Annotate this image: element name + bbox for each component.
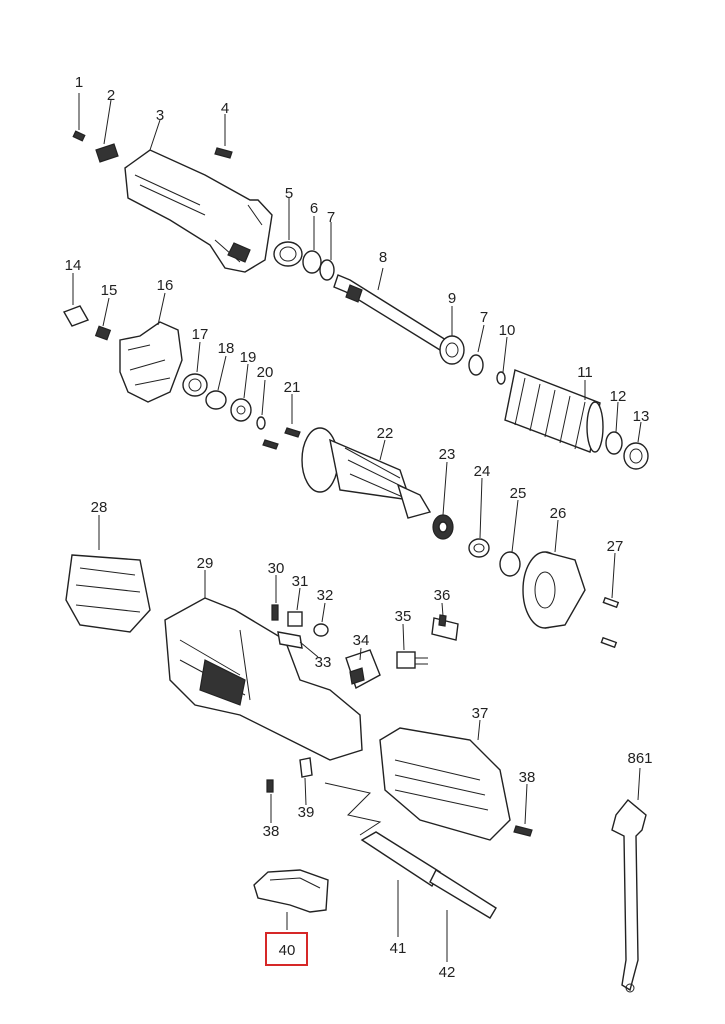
part-42-power-cord	[429, 868, 497, 919]
part-30-screw	[271, 604, 279, 621]
callout-5: 5	[285, 185, 293, 202]
callout-30: 30	[268, 560, 285, 577]
callout-18: 18	[218, 340, 235, 357]
part-39-clamp	[299, 757, 313, 778]
part-14-bushing	[62, 305, 90, 327]
callout-25: 25	[510, 485, 527, 502]
callout-36: 36	[434, 587, 451, 604]
highlight-box	[265, 932, 308, 966]
callout-8: 8	[379, 249, 387, 266]
callout-42: 42	[439, 964, 456, 981]
callout-22: 22	[377, 425, 394, 442]
part-19-plate	[230, 398, 252, 422]
callout-40[interactable]: 40	[279, 942, 296, 959]
part-38-screw-left	[266, 779, 274, 793]
part-4-screw	[214, 147, 233, 159]
part-27-pins	[600, 596, 620, 649]
callout-11: 11	[577, 364, 593, 381]
part-26-fan-baffle	[522, 551, 586, 629]
part-25-ring	[499, 551, 521, 577]
part-28-field	[65, 554, 151, 633]
part-7-ring-upper	[319, 259, 335, 281]
callout-38b: 38	[263, 823, 280, 840]
part-22-armature	[301, 427, 432, 519]
part-38-screw-right	[513, 825, 533, 837]
part-31-brush-holder	[287, 611, 303, 627]
highlighted-callout[interactable]: 40	[265, 932, 308, 966]
leader-lines	[72, 93, 642, 962]
callout-34: 34	[353, 632, 370, 649]
part-2-bushing	[95, 143, 119, 163]
part-40-cable-clamp	[253, 869, 329, 913]
callout-31: 31	[292, 573, 309, 590]
part-861-wrench	[611, 799, 647, 993]
part-10-clip	[496, 371, 506, 385]
callout-38a: 38	[519, 769, 536, 786]
part-32-spring	[313, 623, 329, 637]
part-5-bearing	[273, 241, 303, 267]
part-36-terminal	[431, 614, 459, 641]
callout-19: 19	[240, 349, 257, 366]
callout-861: 861	[627, 750, 652, 767]
callout-1: 1	[75, 74, 83, 91]
part-21-screws	[262, 427, 301, 450]
callout-4: 4	[221, 100, 229, 117]
callout-17: 17	[192, 326, 209, 343]
part-3-nose-housing	[124, 149, 273, 273]
callout-9: 9	[448, 290, 456, 307]
callout-labels: 1 2 3 4 5 6 7 8 9 7 10 11 12 13 14 15 16…	[65, 74, 653, 981]
callout-7b: 7	[480, 309, 488, 326]
part-29-motor-housing	[164, 597, 363, 761]
part-8-spindle	[333, 274, 447, 351]
part-24-bearing	[468, 538, 490, 558]
callout-24: 24	[474, 463, 491, 480]
part-33-brush	[277, 631, 303, 649]
callout-16: 16	[157, 277, 174, 294]
callout-20: 20	[257, 364, 274, 381]
callout-7a: 7	[327, 209, 335, 226]
part-1-screw	[72, 130, 86, 142]
callout-35: 35	[395, 608, 412, 625]
callout-41: 41	[390, 940, 407, 957]
part-37-rear-cover	[379, 727, 511, 841]
callout-15: 15	[101, 282, 118, 299]
callout-6: 6	[310, 200, 318, 217]
part-6-ring	[302, 250, 322, 274]
callout-33: 33	[315, 654, 332, 671]
callout-27: 27	[607, 538, 624, 555]
callout-12: 12	[610, 388, 627, 405]
part-18-washer	[205, 390, 227, 410]
part-9-bearing	[439, 335, 465, 365]
part-13-cap	[623, 442, 649, 470]
callout-29: 29	[197, 555, 214, 572]
callout-37: 37	[472, 705, 489, 722]
part-34-switch	[345, 649, 381, 690]
part-7-ring-lower	[468, 354, 484, 376]
callout-26: 26	[550, 505, 567, 522]
part-20-ring	[256, 416, 266, 430]
part-23-bearing	[432, 514, 454, 540]
part-12-ring	[605, 431, 623, 455]
part-16-bearing-plate	[119, 321, 183, 403]
callout-23: 23	[439, 446, 456, 463]
part-15-nut	[94, 325, 112, 341]
callout-21: 21	[284, 379, 301, 396]
callout-2: 2	[107, 87, 115, 104]
callout-3: 3	[156, 107, 164, 124]
part-17-bearing	[182, 373, 208, 397]
part-41-cord-guard	[360, 831, 441, 887]
callout-32: 32	[317, 587, 334, 604]
callout-14: 14	[65, 257, 82, 274]
part-35-capacitor	[396, 651, 428, 669]
callout-28: 28	[91, 499, 108, 516]
callout-39: 39	[298, 804, 315, 821]
part-11-sleeve	[504, 369, 604, 453]
callout-10: 10	[499, 322, 516, 339]
callout-13: 13	[633, 408, 650, 425]
